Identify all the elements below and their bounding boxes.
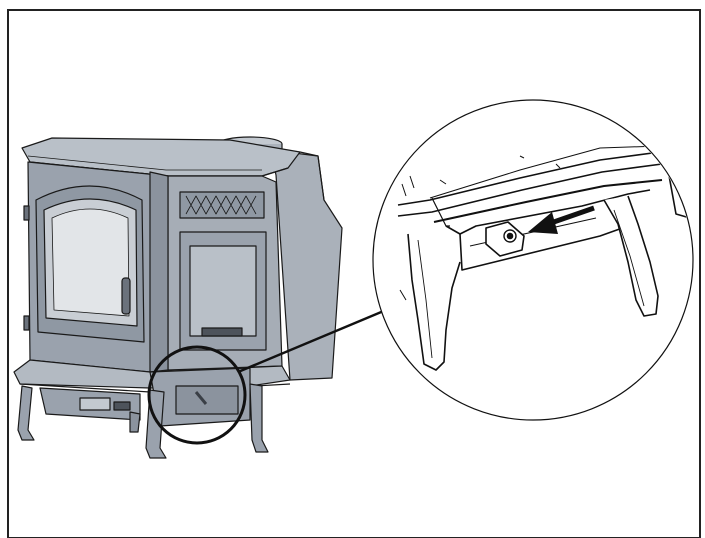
wood-stove [13,136,343,459]
direction-arrow [528,205,595,234]
leg-rear-left [129,411,141,433]
air-control-plate [175,385,239,415]
detail-magnifier [372,99,694,421]
door-glass-inner [51,208,130,317]
side-window [189,245,257,337]
door-hinge-top [23,205,30,221]
detail-magnifier-circle [372,99,694,421]
door-handle [121,277,131,315]
ash-door [79,397,111,411]
leg-front-left [17,385,35,441]
nameplate [201,327,243,337]
ash-badge [113,401,131,411]
callout-connector-line [237,303,399,374]
air-control-lever [194,391,208,405]
air-control-knob [503,229,517,243]
leg-rear-right [249,383,269,453]
detail-callout-circle [147,345,247,445]
door-hinge-bottom [23,315,30,331]
diagram-border [7,9,701,538]
lattice-panel [179,191,265,219]
